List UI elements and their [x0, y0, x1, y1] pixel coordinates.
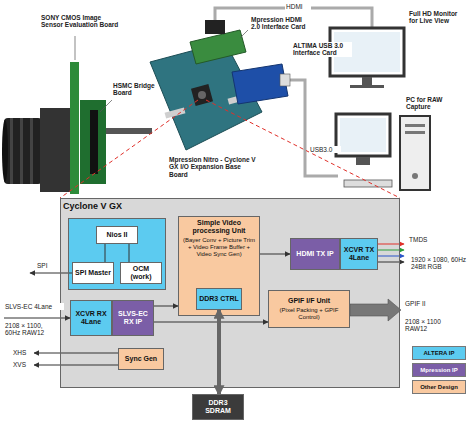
ip-box: SPI Master	[72, 262, 114, 284]
box-title: OCM (work)	[123, 265, 159, 281]
tmds-arrow	[378, 250, 404, 251]
memory-chip: DDR3 SDRAM	[192, 394, 244, 420]
data-flow	[260, 254, 290, 255]
ip-box: SLVS-EC RX IP	[112, 300, 154, 336]
legend-text: Mpression IP	[420, 367, 457, 374]
box-title: HDMI TX IP	[296, 250, 333, 258]
data-flow	[154, 322, 268, 323]
signal-label: 2108 × 1100, 60Hz RAW12	[4, 322, 60, 337]
data-flow	[105, 244, 106, 262]
legend-text: Other Design	[420, 384, 458, 391]
gpif-output-arrow	[350, 299, 401, 321]
leader-line	[240, 30, 248, 38]
signal-label: TMDS	[408, 236, 450, 243]
data-flow	[154, 306, 178, 307]
box-description: (Bayer Conv + Picture Trim + Video Frame…	[181, 237, 257, 258]
signal-label: SPI	[36, 262, 60, 269]
box-title: Simple Video processing Unit	[181, 219, 257, 235]
hsmc-bridge-board	[80, 100, 106, 184]
process-box: GPIF I/F Unit (Pixel Packing + GPIF Contr…	[268, 290, 350, 328]
box-title: GPIF I/F Unit	[288, 297, 330, 305]
hdmi-card	[190, 20, 246, 64]
signal-label: XHS	[12, 349, 34, 356]
cpu-subsystem: Nios II SPI Master OCM (work)	[68, 218, 166, 290]
leader-line	[100, 100, 112, 112]
signal-label: SONY CMOS Image Sensor Evaluation Board	[40, 14, 122, 29]
memory-box: OCM (work)	[120, 262, 162, 284]
signal-label: Mpression Nitro - Cyclone V GX I/O Expan…	[168, 156, 262, 178]
signal-label: SLVS-EC 4Lane	[4, 303, 64, 310]
signal-label: PC for RAW Capture	[405, 96, 469, 111]
usb-cable	[288, 80, 338, 176]
ip-box: XCVR RX 4Lane	[70, 300, 112, 336]
box-title: XCVR TX 4Lane	[343, 246, 375, 262]
box-title: SLVS-EC RX IP	[115, 310, 151, 326]
box-fill	[60, 198, 400, 388]
box-title: DDR3 CTRL	[199, 295, 239, 303]
signal-label: Mpression HDMI 2.0 Interface Card	[250, 16, 310, 31]
signal-label: HSMC Bridge Board	[112, 82, 156, 97]
camera-lens	[2, 118, 42, 184]
signal-label: HDMI	[285, 3, 311, 10]
box-fill	[68, 218, 166, 290]
board-cable	[106, 128, 152, 134]
ip-box: XCVR TX 4Lane	[340, 238, 378, 270]
box-title: Nios II	[106, 231, 127, 239]
zoom-line	[206, 100, 400, 198]
cpu-box: Nios II	[96, 226, 138, 244]
box-fill	[178, 216, 260, 316]
tmds-arrow	[378, 244, 404, 245]
tmds-arrow	[378, 256, 404, 257]
xhs-arrow	[34, 353, 118, 354]
signal-label: USB3.0	[309, 146, 341, 153]
process-box: Simple Video processing Unit (Bayer Conv …	[178, 216, 260, 316]
box-title: Sync Gen	[125, 355, 157, 363]
zoom-line	[60, 100, 198, 198]
box-title: SPI Master	[75, 269, 111, 277]
legend-swatch: Other Design	[412, 380, 466, 394]
legend-swatch: ALTERA IP	[412, 346, 466, 360]
data-flow	[129, 244, 130, 262]
ip-box: DDR3 CTRL	[196, 288, 242, 310]
ip-box: HDMI TX IP	[290, 238, 340, 270]
signal-label: GPIF II	[404, 300, 446, 307]
signal-label: Full HD Monitor for Live View	[408, 10, 468, 25]
pc	[336, 114, 430, 190]
legend-text: ALTERA IP	[424, 350, 455, 357]
signal-label: 1920 × 1080, 60Hz 24Bit RGB	[410, 256, 470, 271]
box-title: XCVR RX 4Lane	[73, 310, 109, 326]
signal-label: XVS	[12, 361, 34, 368]
process-box: Sync Gen	[118, 348, 164, 370]
camera-body	[40, 108, 72, 192]
spi-arrow	[30, 273, 72, 274]
usb-card	[232, 64, 290, 104]
xvs-arrow	[34, 365, 118, 366]
monitor	[330, 28, 404, 88]
signal-label: ALTIMA USB 3.0 Interface Card	[292, 42, 352, 57]
box-description: (Pixel Packing + GPIF Control)	[271, 307, 347, 321]
signal-label: 2108 × 1100 RAW12	[404, 318, 464, 333]
fpga-box: Cyclone V GX Nios II SPI Master OCM (work) S…	[60, 198, 400, 388]
memory-bus	[217, 310, 221, 394]
sensor-board	[70, 62, 79, 194]
legend-swatch: Mpression IP	[412, 363, 466, 377]
leader-line	[75, 36, 76, 60]
tmds-arrow	[378, 262, 404, 263]
box-title: DDR3 SDRAM	[195, 399, 241, 415]
box-title: Cyclone V GX	[63, 201, 122, 211]
